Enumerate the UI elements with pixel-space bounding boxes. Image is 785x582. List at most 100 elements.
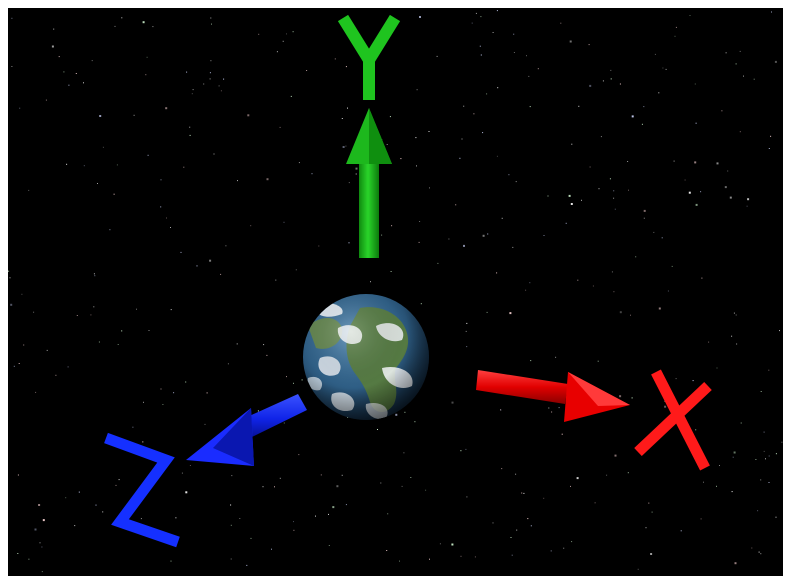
star	[509, 312, 512, 315]
z-axis-arrow	[186, 394, 307, 466]
star	[279, 126, 281, 128]
star	[28, 189, 30, 191]
star	[118, 479, 120, 481]
star	[643, 106, 645, 108]
star	[684, 179, 686, 181]
star	[140, 518, 142, 520]
star	[148, 330, 150, 331]
star	[479, 45, 481, 47]
star	[51, 45, 54, 48]
star	[743, 75, 744, 77]
star	[643, 209, 646, 212]
star	[11, 66, 13, 67]
star	[347, 107, 348, 109]
star	[341, 474, 343, 476]
star	[180, 251, 182, 253]
star	[460, 450, 462, 452]
star	[471, 22, 473, 24]
star	[42, 519, 45, 522]
star	[348, 242, 350, 244]
star	[760, 479, 762, 481]
star	[183, 166, 185, 168]
star	[132, 426, 134, 428]
star	[688, 191, 691, 194]
star	[370, 281, 371, 283]
star	[716, 485, 717, 487]
star	[501, 217, 503, 219]
star	[577, 279, 579, 281]
star	[512, 246, 514, 248]
star	[415, 137, 417, 139]
star	[19, 107, 21, 109]
star	[143, 401, 144, 403]
star	[298, 162, 300, 164]
star	[558, 407, 560, 409]
star	[142, 21, 145, 24]
star	[739, 50, 741, 52]
star	[306, 70, 308, 71]
star	[460, 555, 462, 557]
star	[209, 259, 212, 262]
star	[547, 195, 549, 197]
star	[719, 465, 720, 466]
star	[716, 162, 719, 165]
star	[315, 515, 316, 517]
star	[739, 131, 741, 133]
star	[565, 222, 567, 224]
star	[760, 553, 762, 555]
star	[619, 311, 622, 314]
star	[473, 113, 475, 115]
star	[318, 245, 320, 247]
star	[355, 167, 358, 170]
star	[755, 459, 757, 460]
star	[425, 489, 427, 491]
star	[768, 369, 770, 371]
star	[602, 80, 604, 82]
star	[286, 376, 287, 378]
star	[448, 238, 450, 240]
star	[236, 343, 238, 345]
star	[496, 10, 498, 12]
star	[381, 234, 383, 236]
star	[227, 363, 229, 365]
star	[293, 382, 294, 384]
star	[695, 429, 697, 431]
star	[293, 521, 294, 523]
star	[239, 518, 241, 519]
star	[703, 481, 704, 483]
star	[529, 106, 531, 108]
star	[401, 485, 403, 487]
star	[173, 392, 175, 394]
star	[658, 92, 660, 94]
star	[33, 311, 35, 313]
star	[451, 401, 454, 404]
star	[83, 82, 84, 84]
star	[675, 26, 677, 28]
star	[653, 231, 655, 233]
star	[673, 160, 675, 162]
star	[420, 303, 422, 305]
star	[355, 173, 357, 175]
star	[571, 541, 573, 543]
star	[674, 35, 676, 37]
star	[480, 54, 482, 56]
star	[459, 157, 461, 159]
star	[492, 32, 494, 33]
star	[496, 155, 498, 157]
star	[628, 189, 629, 191]
star	[196, 265, 198, 267]
star	[18, 363, 20, 364]
star	[613, 291, 615, 293]
star	[336, 485, 339, 488]
star	[735, 63, 737, 65]
star	[758, 551, 760, 553]
star	[680, 530, 682, 532]
star	[231, 475, 233, 477]
star	[463, 244, 465, 247]
star	[225, 245, 227, 247]
star	[526, 55, 527, 57]
star	[771, 11, 772, 13]
star	[732, 456, 734, 458]
star	[598, 188, 600, 190]
star	[386, 550, 388, 551]
